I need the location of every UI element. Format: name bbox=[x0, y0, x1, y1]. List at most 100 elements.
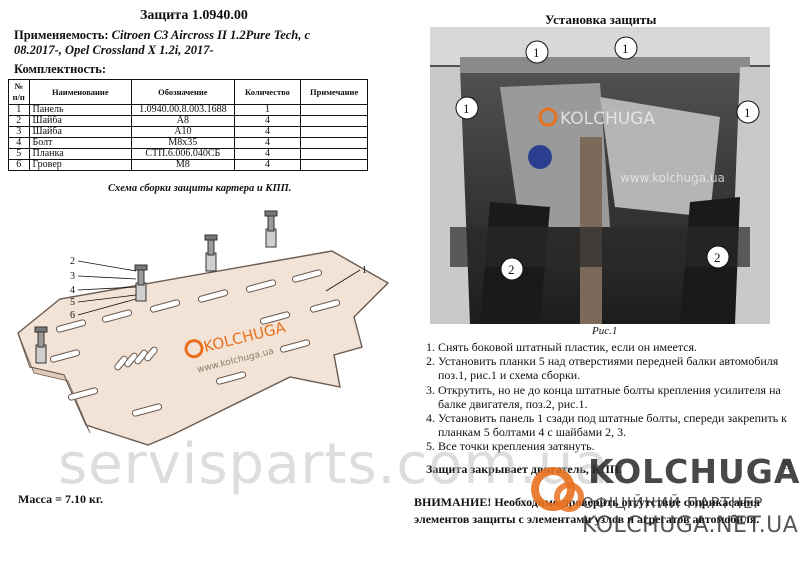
table-cell: 1 bbox=[233, 104, 302, 116]
rear-beam bbox=[450, 227, 750, 267]
table-header: Наименование bbox=[28, 79, 133, 105]
table-cell: Панель bbox=[28, 104, 133, 116]
table-cell bbox=[300, 115, 368, 127]
list-item: Открутить, но не до конца штатные болты … bbox=[438, 383, 800, 411]
table-cell: СТП.6.006.040СБ bbox=[131, 148, 235, 160]
table-row: 1 Панель 1.0940.00.8.003.1688 1 bbox=[8, 104, 368, 116]
photo-label-1d: 1 bbox=[736, 100, 760, 124]
table-cell: 2 bbox=[8, 115, 30, 127]
mounting-bracket bbox=[34, 326, 48, 364]
kolchuga-brand-text: KOLCHUGA bbox=[588, 452, 800, 491]
callout-3: 3 bbox=[70, 271, 75, 282]
table-cell: 4 bbox=[233, 159, 302, 171]
table-cell: М8х35 bbox=[131, 137, 235, 149]
mounting-bracket bbox=[204, 234, 218, 272]
table-header: Количество bbox=[233, 79, 302, 105]
coverage-text: Защита закрывает двигатель, КПП. bbox=[426, 462, 623, 476]
crossmember bbox=[460, 57, 750, 73]
table-cell: 4 bbox=[233, 137, 302, 149]
underbody-photo-drawing: KOLCHUGA www.kolchuga.ua 1 1 1 1 2 2 bbox=[430, 27, 770, 324]
table-cell: А10 bbox=[131, 126, 235, 138]
table-header: Обозначение bbox=[131, 79, 235, 105]
svg-text:1: 1 bbox=[744, 105, 751, 120]
panel-louvres bbox=[114, 346, 158, 371]
panel-slots bbox=[49, 269, 341, 417]
official-partner-text: ОФІЦІЙНИЙ ПАРТНЕР bbox=[582, 494, 764, 512]
photo-label-1c: 1 bbox=[455, 96, 479, 120]
table-row: 2 Шайба А8 4 bbox=[8, 115, 368, 127]
table-header: № п/п bbox=[8, 79, 30, 105]
installation-steps: Снять боковой штатный пластик, если он и… bbox=[420, 340, 800, 454]
callout-2: 2 bbox=[70, 256, 75, 267]
table-row: 6 Гровер М8 4 bbox=[8, 159, 368, 171]
table-row: 5 Планка СТП.6.006.040СБ 4 bbox=[8, 148, 368, 160]
callout-5: 5 bbox=[70, 297, 75, 308]
list-item: Снять боковой штатный пластик, если он и… bbox=[438, 340, 800, 354]
table-cell: Гровер bbox=[28, 159, 133, 171]
photo-label-1b: 1 bbox=[614, 36, 638, 60]
document-title: Защита 1.0940.00 bbox=[140, 8, 248, 23]
list-item: Установить панель 1 сзади под штатные бо… bbox=[438, 411, 800, 439]
kit-label: Комплектность: bbox=[14, 62, 106, 76]
table-cell: А8 bbox=[131, 115, 235, 127]
callout-6: 6 bbox=[70, 310, 75, 321]
table-cell: 4 bbox=[233, 126, 302, 138]
table-cell: 6 bbox=[8, 159, 30, 171]
figure-caption: Рис.1 bbox=[592, 325, 618, 337]
table-cell: М8 bbox=[131, 159, 235, 171]
table-cell bbox=[300, 126, 368, 138]
table-cell bbox=[300, 104, 368, 116]
photo-url-text: www.kolchuga.ua bbox=[620, 171, 725, 185]
table-cell: Шайба bbox=[28, 126, 133, 138]
table-header: Примечание bbox=[300, 79, 368, 105]
callout-4: 4 bbox=[70, 285, 75, 296]
table-cell: 4 bbox=[233, 148, 302, 160]
applicability: Применяемость: Citroen C3 Aircross II 1.… bbox=[14, 28, 344, 58]
svg-text:1: 1 bbox=[622, 41, 629, 56]
svg-text:2: 2 bbox=[508, 262, 515, 277]
applicability-label: Применяемость: bbox=[14, 28, 109, 42]
photo-label-2b: 2 bbox=[706, 245, 730, 269]
svg-text:2: 2 bbox=[714, 250, 721, 265]
parts-table: № п/п Наименование Обозначение Количеств… bbox=[8, 79, 368, 171]
photo-label-2a: 2 bbox=[500, 257, 524, 281]
registered-mark: ® bbox=[781, 458, 793, 472]
photo-label-1a: 1 bbox=[525, 40, 549, 64]
table-row: 4 Болт М8х35 4 bbox=[8, 137, 368, 149]
kolchuga-brand-logo-icon bbox=[531, 467, 584, 512]
table-cell: 3 bbox=[8, 126, 30, 138]
callout-numbers: 2 3 4 5 6 1 bbox=[70, 256, 367, 321]
installation-title: Установка защиты bbox=[545, 12, 657, 27]
table-cell: 4 bbox=[8, 137, 30, 149]
servisparts-watermark: servisparts.com.ua bbox=[58, 432, 610, 497]
callout-1: 1 bbox=[362, 265, 367, 276]
mounting-bracket bbox=[264, 210, 278, 248]
assembly-scheme-caption: Схема сборки защиты картера и КПП. bbox=[108, 183, 292, 194]
table-header-row: № п/п Наименование Обозначение Количеств… bbox=[8, 79, 368, 105]
table-cell: 1 bbox=[8, 104, 30, 116]
table-cell: Планка bbox=[28, 148, 133, 160]
applicability-value: Citroen C3 Aircross II 1.2Pure Tech, с 0… bbox=[14, 28, 311, 57]
svg-text:1: 1 bbox=[463, 101, 470, 116]
leader-lines bbox=[77, 260, 361, 316]
photo-logo-text: KOLCHUGA bbox=[560, 109, 655, 129]
list-item: Установить планки 5 над отверстиями пере… bbox=[438, 354, 800, 382]
table-cell: 4 bbox=[233, 115, 302, 127]
attention-note: ВНИМАНИЕ! Необходимо проверить отсутстви… bbox=[414, 495, 761, 526]
table-cell bbox=[300, 159, 368, 171]
table-cell: 5 bbox=[8, 148, 30, 160]
gearbox bbox=[600, 97, 720, 217]
kolchuga-url-watermark: KOLCHUGA.NET.UA bbox=[582, 513, 799, 538]
table-cell: Шайба bbox=[28, 115, 133, 127]
oil-filter bbox=[528, 145, 552, 169]
panel-flange bbox=[17, 332, 91, 434]
kolchuga-photo-logo-icon: KOLCHUGA bbox=[538, 107, 655, 129]
svg-text:1: 1 bbox=[533, 45, 540, 60]
assembly-drawing: KOLCHUGA www.kolchuga.ua 2 3 4 5 6 1 bbox=[17, 210, 390, 446]
table-row: 3 Шайба А10 4 bbox=[8, 126, 368, 138]
mass-label: Масса = 7.10 кг. bbox=[18, 492, 103, 506]
list-item: Все точки крепления затянуть. bbox=[438, 439, 800, 453]
table-cell bbox=[300, 137, 368, 149]
installation-photo: KOLCHUGA www.kolchuga.ua 1 1 1 1 2 2 bbox=[430, 27, 770, 324]
table-cell: Болт bbox=[28, 137, 133, 149]
